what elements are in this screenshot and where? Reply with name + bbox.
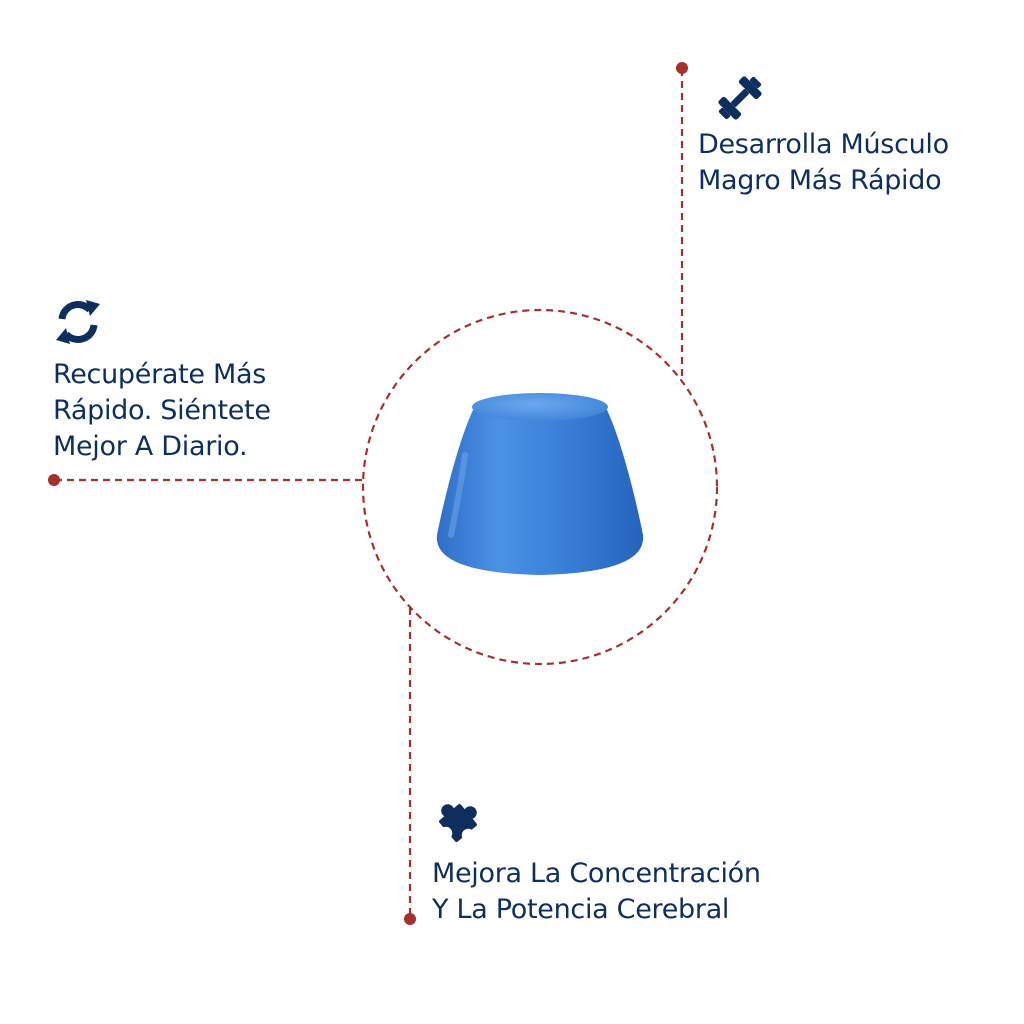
benefit-recovery-line-3: Mejor A Diario. — [53, 431, 248, 462]
benefit-focus-line-2: Y La Potencia Cerebral — [432, 894, 730, 925]
connector-dot-muscle — [676, 62, 688, 74]
benefit-focus-line-1: Mejora La Concentración — [432, 858, 761, 889]
center-dashed-circle — [361, 308, 719, 666]
puzzle-icon — [430, 795, 486, 851]
benefit-muscle-text: Desarrolla Músculo Magro Más Rápido — [698, 127, 949, 199]
connector-dot-focus — [404, 913, 416, 925]
benefit-focus-text: Mejora La Concentración Y La Potencia Ce… — [432, 856, 761, 928]
benefit-muscle-line-2: Magro Más Rápido — [698, 165, 942, 196]
dumbbell-icon — [712, 70, 768, 126]
gummy-icon — [436, 393, 644, 575]
benefit-recovery-text: Recupérate Más Rápido. Siéntete Mejor A … — [53, 357, 271, 465]
benefit-recovery-line-2: Rápido. Siéntete — [53, 395, 271, 426]
benefit-muscle-line-1: Desarrolla Músculo — [698, 129, 949, 160]
connector-dot-recovery — [48, 474, 60, 486]
gummy-product — [425, 385, 655, 585]
recycle-icon — [50, 294, 106, 350]
benefit-recovery-line-1: Recupérate Más — [53, 359, 266, 390]
